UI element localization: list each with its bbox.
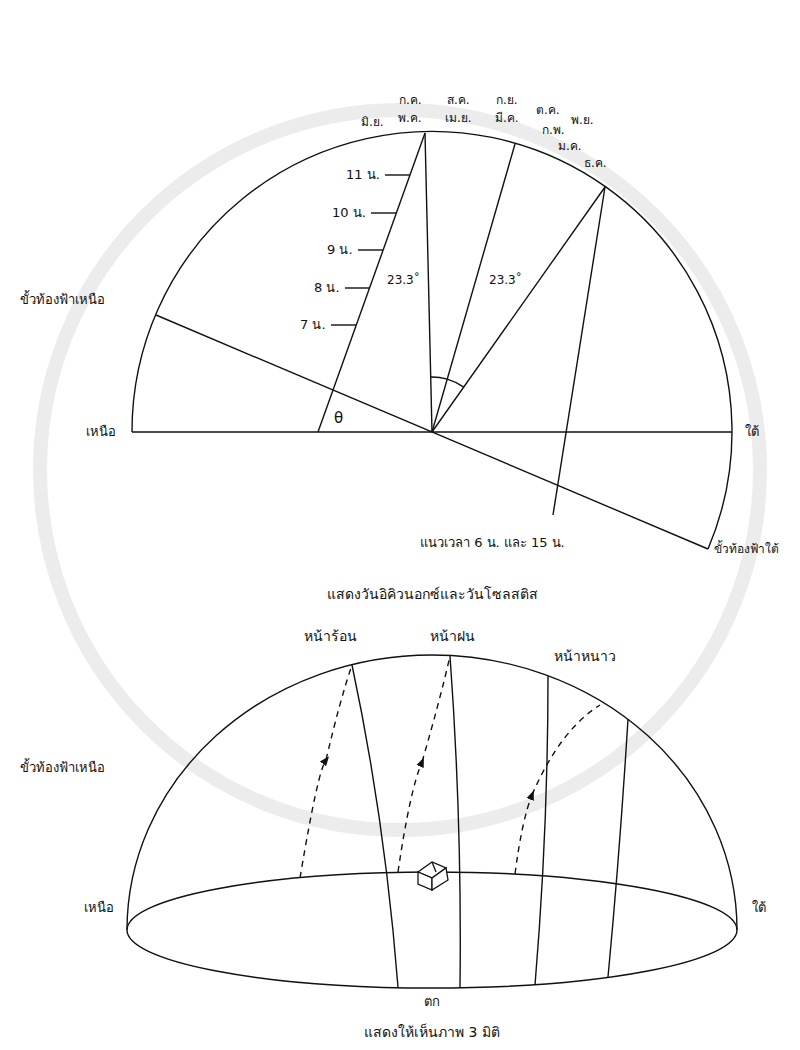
month-label: ต.ค.: [536, 102, 560, 118]
month-label: เม.ย.: [445, 110, 472, 126]
winter-path-back: [532, 705, 600, 795]
december-path: [553, 187, 605, 515]
hour-label: 11 น.: [346, 167, 380, 183]
direction-label: ใต้: [745, 424, 759, 440]
direction-label: เหนือ: [84, 900, 114, 916]
summer-path-back: [326, 665, 352, 760]
direction-label: เหนือ: [86, 424, 116, 440]
direction-label: ตก: [424, 994, 440, 1010]
month-label: พ.ย.: [571, 112, 594, 128]
season-label: หน้าร้อน: [304, 628, 357, 644]
winter-path-front: [608, 719, 628, 977]
hour-label: 10 น.: [332, 205, 366, 221]
angle-arc: [431, 377, 448, 379]
watermark-ring: [40, 110, 760, 830]
dome-diagram: [127, 655, 737, 988]
month-label: มี.ค.: [495, 110, 519, 126]
month-label: ส.ค.: [447, 92, 470, 108]
month-label: พ.ค.: [398, 110, 422, 126]
month-label: ก.ย.: [496, 92, 518, 108]
season-label: หน้าฝน: [430, 628, 475, 644]
hour-tick: [385, 174, 410, 175]
month-label: ก.ค.: [399, 92, 422, 108]
month-label: ม.ค.: [558, 138, 582, 154]
angle-arc: [447, 379, 464, 387]
hour-label: 7 น.: [300, 317, 326, 333]
season-label: หน้าหนาว: [554, 648, 616, 664]
month-label: ธ.ค.: [584, 155, 607, 171]
sky-arc: [132, 131, 732, 549]
winter-path-back: [515, 795, 532, 874]
hour-tick: [331, 324, 356, 325]
top-diagram: [132, 131, 732, 549]
rainy-path-front: [450, 656, 460, 988]
rainy-path-back: [398, 762, 422, 872]
pole-label: ขั้วท้องฟ้าเหนือ: [20, 760, 105, 776]
december-noon-line: [432, 187, 605, 432]
equinox-line: [432, 144, 515, 432]
pole-label: ขั้วท้องฟ้าใต้: [714, 541, 779, 557]
angle-label: 23.3˚: [387, 272, 420, 288]
angle-symbol: θ: [334, 410, 343, 426]
figure-caption: แสดงให้เห็นภาพ 3 มิติ: [364, 1024, 500, 1040]
hour-tick: [371, 212, 396, 213]
angle-label: 23.3˚: [489, 272, 522, 288]
month-label: มิ.ย.: [361, 114, 384, 130]
hour-tick: [358, 249, 383, 250]
summer-path-front: [352, 665, 398, 987]
pole-label: ขั้วท้องฟ้าเหนือ: [20, 292, 105, 308]
figure-caption: แสดงวันอิคิวนอกซ์และวันโซลสติส: [327, 586, 538, 602]
path-front: [535, 676, 548, 985]
month-label: ก.พ.: [542, 122, 565, 138]
direction-label: ใต้: [752, 900, 766, 916]
rainy-path-back: [422, 656, 450, 762]
june-noon-line: [425, 133, 432, 432]
summer-path-back: [300, 760, 326, 878]
time-line-label: แนวเวลา 6 น. และ 15 น.: [420, 535, 565, 551]
house-icon: [418, 862, 448, 890]
hour-tick: [345, 287, 369, 288]
hour-label: 8 น.: [314, 280, 340, 296]
hour-label: 9 น.: [327, 242, 353, 258]
